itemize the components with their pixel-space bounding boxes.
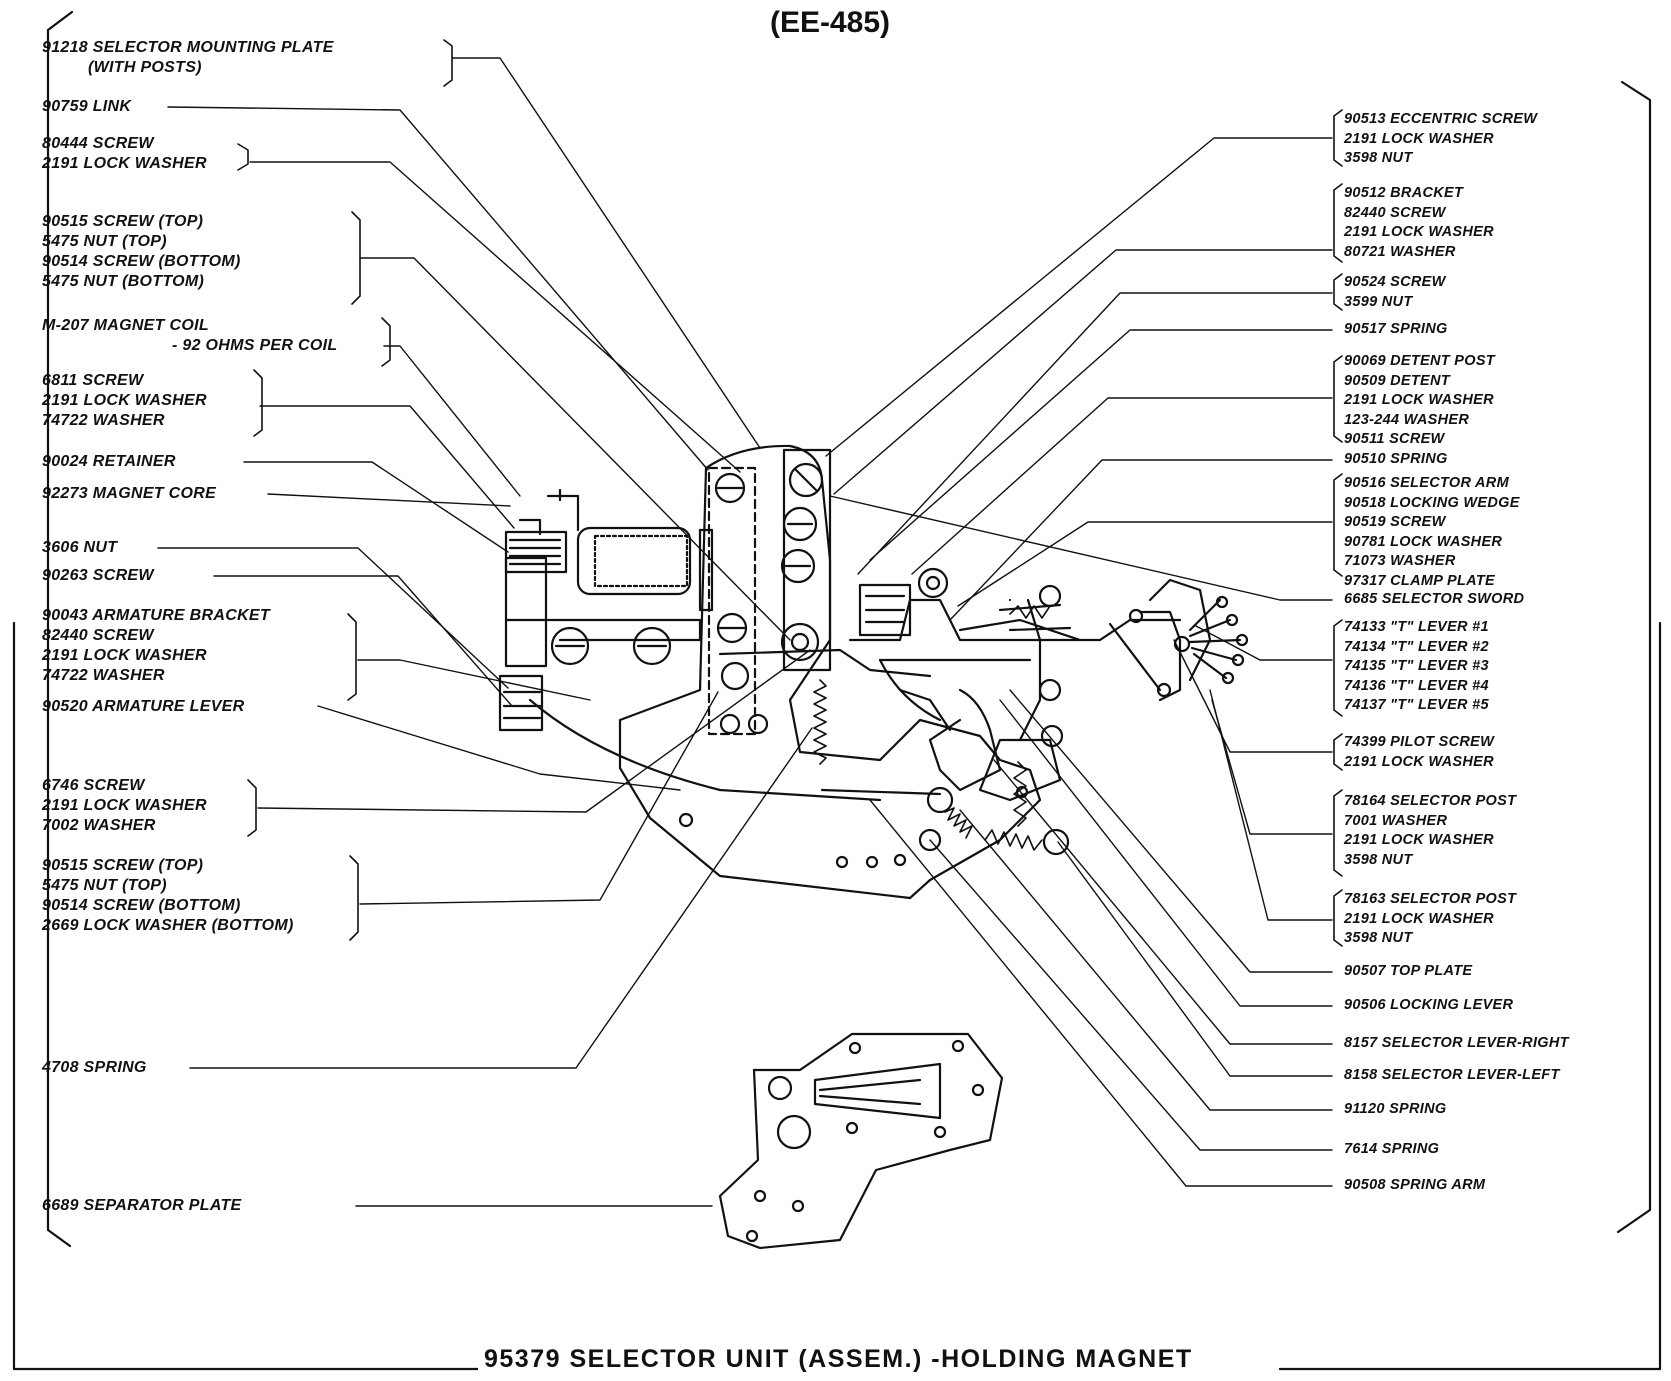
- drawing-code: (EE-485): [770, 6, 891, 39]
- label-spring-90510: 90510 SPRING: [1344, 451, 1448, 467]
- label-retainer: 90024 RETAINER: [42, 453, 176, 470]
- label-spring-91120: 91120 SPRING: [1344, 1101, 1447, 1117]
- separator-plate-drawing: [718, 1032, 1004, 1250]
- bracket-drawing: [780, 448, 832, 672]
- label-magnet-coil: M-207 MAGNET COIL- 92 OHMS PER COIL: [42, 317, 338, 354]
- label-link: 90759 LINK: [42, 98, 132, 115]
- label-separator-plate: 6689 SEPARATOR PLATE: [42, 1197, 242, 1214]
- label-nut-3606: 3606 NUT: [42, 539, 118, 556]
- label-screw-90263: 90263 SCREW: [42, 567, 154, 584]
- label-spring-90517: 90517 SPRING: [1344, 321, 1448, 337]
- frame-line: [12, 621, 1662, 1371]
- label-magnet-core: 92273 MAGNET CORE: [42, 485, 217, 502]
- selector-mechanism-drawing: [848, 567, 1249, 856]
- label-armature-lever: 90520 ARMATURE LEVER: [42, 698, 245, 715]
- label-selector-mounting-plate: 91218 SELECTOR MOUNTING PLATE(WITH POSTS…: [42, 39, 334, 76]
- label-locking-lever: 90506 LOCKING LEVER: [1344, 997, 1514, 1013]
- label-top-plate: 90507 TOP PLATE: [1344, 963, 1473, 979]
- magnet-drawing: [498, 488, 714, 732]
- leader-lines-right: [825, 137, 1333, 1187]
- springs-drawing: [813, 605, 1051, 851]
- label-spring-7614: 7614 SPRING: [1344, 1141, 1440, 1157]
- outer-bracket-left: [46, 10, 74, 1248]
- label-selector-lever-right: 8157 SELECTOR LEVER-RIGHT: [1344, 1035, 1569, 1051]
- label-screw-nut-lockwasher: 90515 SCREW (TOP)5475 NUT (TOP)90514 SCR…: [42, 857, 294, 934]
- label-spring-4708: 4708 SPRING: [42, 1059, 147, 1076]
- label-braces: [237, 39, 1343, 947]
- assembly-title: 95379 SELECTOR UNIT (ASSEM.) -HOLDING MA…: [478, 1345, 1199, 1374]
- label-spring-arm: 90508 SPRING ARM: [1344, 1177, 1486, 1193]
- outer-bracket-right: [1616, 80, 1652, 1234]
- leader-lines-left: [157, 57, 813, 1207]
- label-selector-lever-left: 8158 SELECTOR LEVER-LEFT: [1344, 1067, 1560, 1083]
- label-screw-nut-top-bottom: 90515 SCREW (TOP)5475 NUT (TOP)90514 SCR…: [42, 213, 241, 290]
- armature-lever-drawing: [528, 648, 942, 802]
- label-selector-sword: 6685 SELECTOR SWORD: [1344, 591, 1525, 607]
